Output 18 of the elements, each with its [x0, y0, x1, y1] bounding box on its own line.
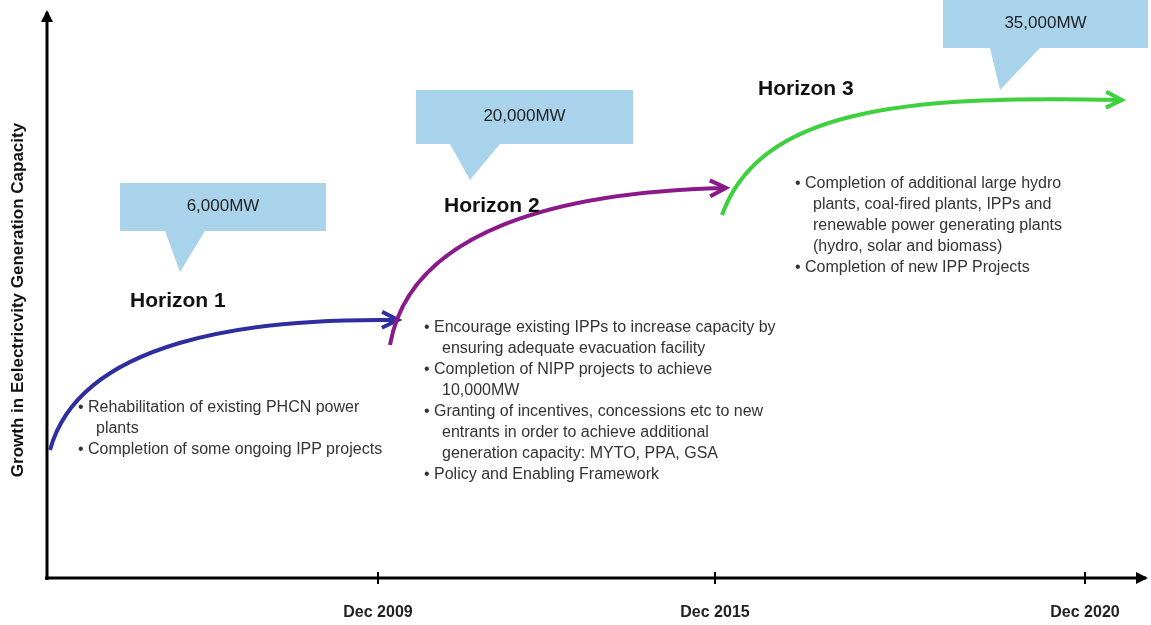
bullet-text: • Encourage existing IPPs to increase capacity by ensuring adequate evacuation facility [424, 317, 777, 358]
bullet-text: • Completion of NIPP projects to achieve 10,000MW [424, 359, 714, 400]
bullet-text: • Rehabilitation of existing PHCN power plants [78, 397, 361, 438]
callout-bubble: 6,000MW [120, 183, 326, 272]
bullet-text: • Granting of incentives, concessions etc to new entrants in order to achieve additional generation capacity: MYTO, PPA, GSA [424, 401, 765, 463]
tick-label: Dec 2015 [680, 603, 750, 621]
tick-label: Dec 2020 [1050, 603, 1120, 621]
bullet-text: • Completion of additional large hydro plants, coal-fired plants, IPPs and renewable power generating plants (hydro, solar and biomass) [795, 173, 1064, 256]
callout-bubble: 35,000MW [943, 0, 1148, 90]
phase-heading: Horizon 1 [130, 288, 226, 312]
bullet-text: • Completion of new IPP Projects [795, 257, 1031, 277]
bullet-text: • Policy and Enabling Framework [424, 464, 661, 484]
phase-heading: Horizon 3 [758, 76, 854, 100]
bullet-text: • Completion of some ongoing IPP projects [78, 439, 383, 459]
tick-label: Dec 2009 [343, 603, 413, 621]
axis-title: Growth in Eelectricvity Generation Capacity [8, 122, 28, 478]
callout-bubble: 20,000MW [416, 90, 633, 180]
phase-heading: Horizon 2 [444, 193, 540, 217]
